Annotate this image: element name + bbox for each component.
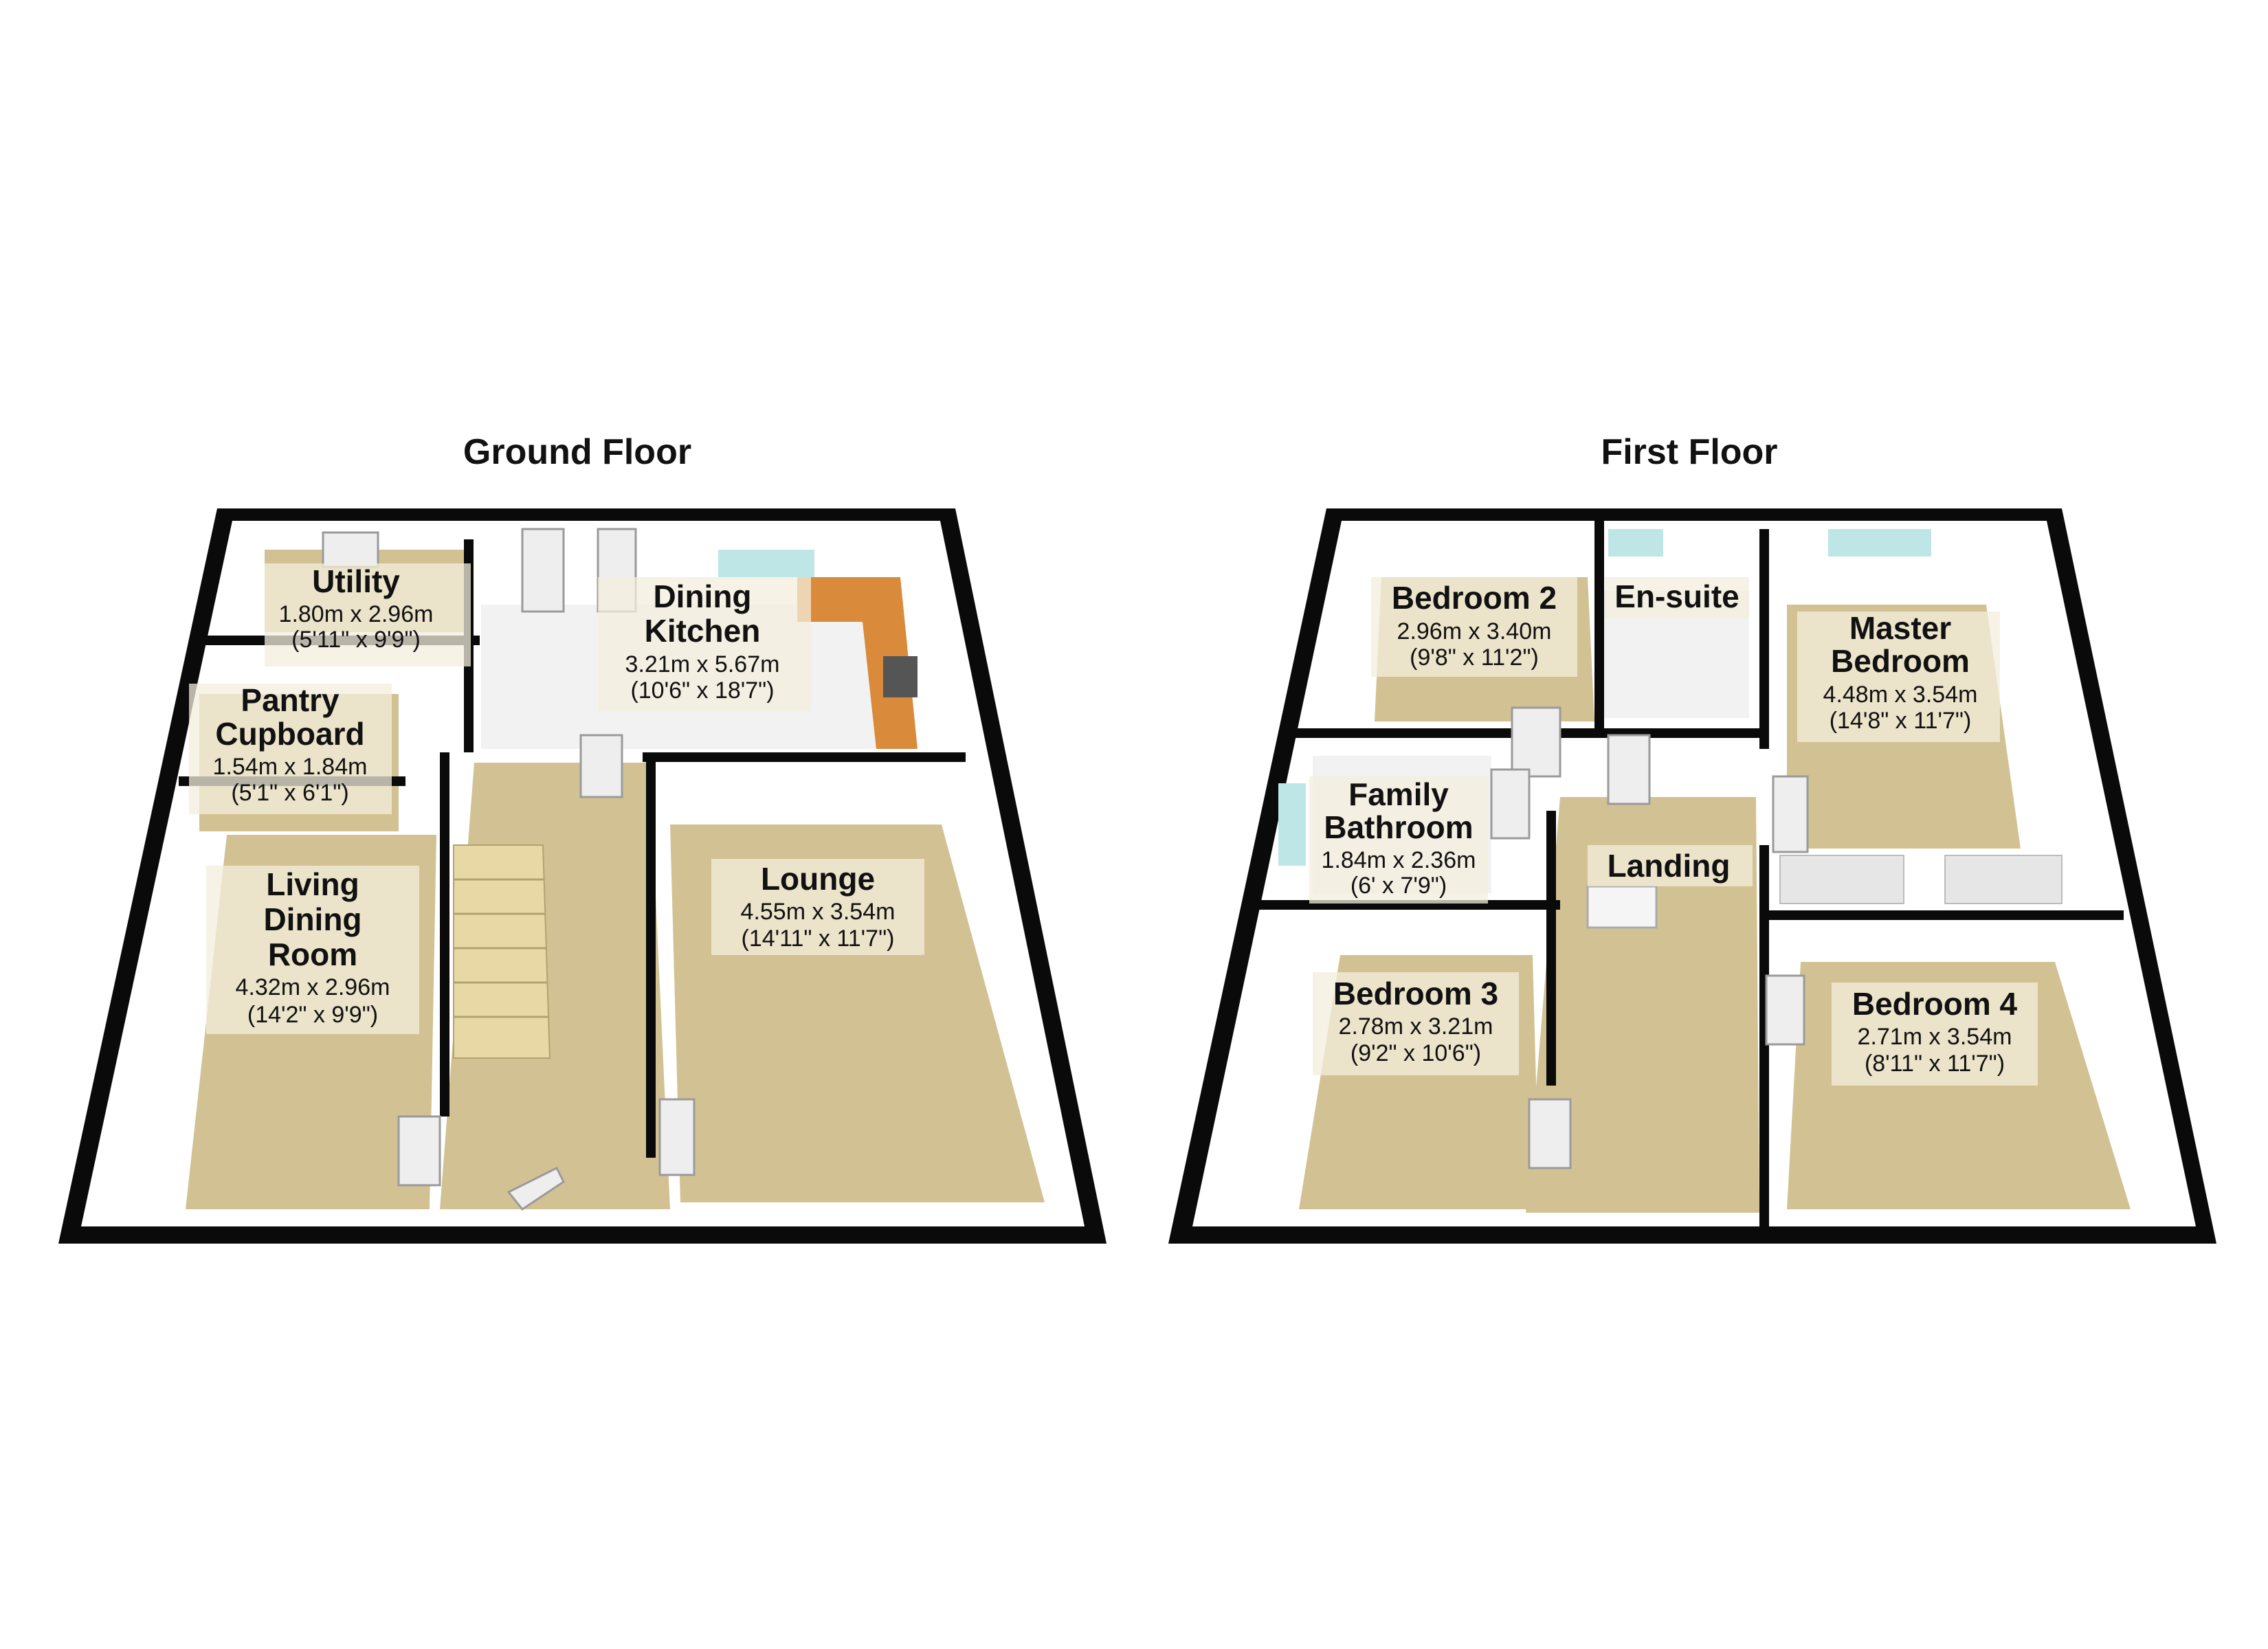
family-bathroom-label: Family Bathroom 1.84m x 2.36m (6' x 7'9"… <box>1309 776 1488 904</box>
lounge-name: Lounge <box>761 861 875 897</box>
bedroom-3-name: Bedroom 3 <box>1333 976 1498 1011</box>
lounge-dims-m: 4.55m x 3.54m <box>741 899 896 925</box>
first-floor-title: First Floor <box>1601 432 1777 472</box>
en-suite-label: En-suite <box>1605 577 1749 618</box>
bedroom-3-dims-ft: (9'2" x 10'6") <box>1350 1040 1481 1066</box>
stair-wall <box>440 752 449 1117</box>
living-dining-name-line-1: Living <box>266 866 359 902</box>
staircase <box>453 844 551 1059</box>
dining-kitchen-name-line-1: Dining <box>653 579 751 614</box>
master-bedroom-window <box>1828 529 1931 557</box>
wardrobe-2 <box>1944 855 2063 904</box>
ground-floor: Ground Floor <box>58 432 1107 1244</box>
bedroom-4-door[interactable] <box>1765 974 1805 1046</box>
dining-kitchen-label: Dining Kitchen 3.21m x 5.67m (10'6" x 18… <box>598 577 811 711</box>
hob-icon <box>883 656 918 697</box>
en-suite-left-wall <box>1594 515 1604 735</box>
pantry-dims-m: 1.54m x 1.84m <box>213 754 368 780</box>
lounge-door[interactable] <box>658 1098 696 1176</box>
living-dining-dims-ft: (14'2" x 9'9") <box>247 1002 378 1028</box>
family-bathroom-dims-m: 1.84m x 2.36m <box>1322 847 1476 873</box>
dining-kitchen-dims-m: 3.21m x 5.67m <box>625 651 780 677</box>
bedroom-2-door[interactable] <box>1511 706 1561 778</box>
family-bathroom-dims-ft: (6' x 7'9") <box>1350 873 1447 899</box>
bedroom-4-dims-ft: (8'11" x 11'7") <box>1865 1051 2005 1077</box>
bedroom-3-door[interactable] <box>1528 1098 1572 1169</box>
bedroom-3-dims-m: 2.78m x 3.21m <box>1339 1013 1493 1040</box>
en-suite-window <box>1608 529 1663 557</box>
master-bedroom-dims-ft: (14'8" x 11'7") <box>1830 708 1972 734</box>
utility-external-door[interactable] <box>322 531 379 568</box>
utility-dims-m: 1.80m x 2.96m <box>279 601 434 627</box>
wardrobe-1 <box>1779 855 1904 904</box>
landing-left-wall <box>1546 811 1556 1086</box>
landing-label: Landing <box>1588 845 1753 886</box>
landing-floor <box>1526 797 1759 1213</box>
dining-kitchen-dims-ft: (10'6" x 18'7") <box>630 677 774 704</box>
pantry-dims-ft: (5'1" x 6'1") <box>231 780 348 806</box>
pantry-cupboard-label: Pantry Cupboard 1.54m x 1.84m (5'1" x 6'… <box>189 682 392 814</box>
landing-name: Landing <box>1608 848 1731 884</box>
dining-kitchen-name-line-2: Kitchen <box>645 613 761 649</box>
bedroom-4-name: Bedroom 4 <box>1852 986 2018 1022</box>
en-suite-name: En-suite <box>1614 579 1739 614</box>
lounge-dims-ft: (14'11" x 11'7") <box>742 926 895 952</box>
living-dining-name-line-3: Room <box>268 936 357 972</box>
bedroom-2-name: Bedroom 2 <box>1392 580 1557 616</box>
en-suite-door[interactable] <box>1607 734 1651 805</box>
kitchen-window <box>718 550 814 577</box>
en-suite-right-wall <box>1759 529 1769 749</box>
utility-dims-ft: (5'11" x 9'9") <box>291 627 421 653</box>
bedroom-3-label: Bedroom 3 2.78m x 3.21m (9'2" x 10'6") <box>1313 972 1519 1075</box>
family-bathroom-name-line-2: Bathroom <box>1324 809 1473 845</box>
living-dining-room-label: Living Dining Room 4.32m x 2.96m (14'2" … <box>206 866 419 1034</box>
bedroom-2-dims-ft: (9'8" x 11'2") <box>1410 644 1539 671</box>
front-door[interactable] <box>507 1166 565 1211</box>
kitchen-worktop <box>797 577 918 749</box>
living-dining-name-line-2: Dining <box>263 901 362 937</box>
ground-floor-title: Ground Floor <box>463 432 691 472</box>
master-bedroom-door[interactable] <box>1772 775 1809 853</box>
living-dining-dims-m: 4.32m x 2.96m <box>236 974 390 1000</box>
utility-label: Utility 1.80m x 2.96m (5'11" x 9'9") <box>265 563 471 666</box>
bedroom-2-dims-m: 2.96m x 3.40m <box>1397 618 1552 644</box>
lounge-label: Lounge 4.55m x 3.54m (14'11" x 11'7") <box>711 859 924 955</box>
pantry-name-line-1: Pantry <box>241 682 340 718</box>
bedroom-4-top-wall <box>1759 910 2124 920</box>
bedroom-4-label: Bedroom 4 2.71m x 3.54m (8'11" x 11'7") <box>1832 983 2038 1086</box>
first-floor: First Floor <box>1168 432 2216 1244</box>
bedroom-2-label: Bedroom 2 2.96m x 3.40m (9'8" x 11'2") <box>1371 577 1577 677</box>
master-bedroom-label: Master Bedroom 4.48m x 3.54m (14'8" x 11… <box>1797 610 2000 742</box>
kitchen-lounge-wall <box>643 752 966 762</box>
master-bedroom-name-line-1: Master <box>1849 610 1951 646</box>
bedroom-4-dims-m: 2.71m x 3.54m <box>1858 1024 2012 1050</box>
family-bathroom-door[interactable] <box>1490 768 1531 840</box>
pantry-name-line-2: Cupboard <box>215 716 364 752</box>
landing-right-wall <box>1759 845 1769 1230</box>
hall-kitchen-door[interactable] <box>579 734 623 798</box>
family-bathroom-name-line-1: Family <box>1348 776 1449 812</box>
stair-balustrade <box>1586 885 1658 929</box>
master-bedroom-name-line-2: Bedroom <box>1831 643 1970 679</box>
hall-lounge-wall <box>646 752 656 1158</box>
kitchen-door[interactable] <box>521 528 565 613</box>
family-bathroom-window <box>1278 783 1306 866</box>
living-room-door[interactable] <box>397 1115 441 1187</box>
utility-name: Utility <box>312 563 400 599</box>
master-bedroom-dims-m: 4.48m x 3.54m <box>1823 682 1978 708</box>
